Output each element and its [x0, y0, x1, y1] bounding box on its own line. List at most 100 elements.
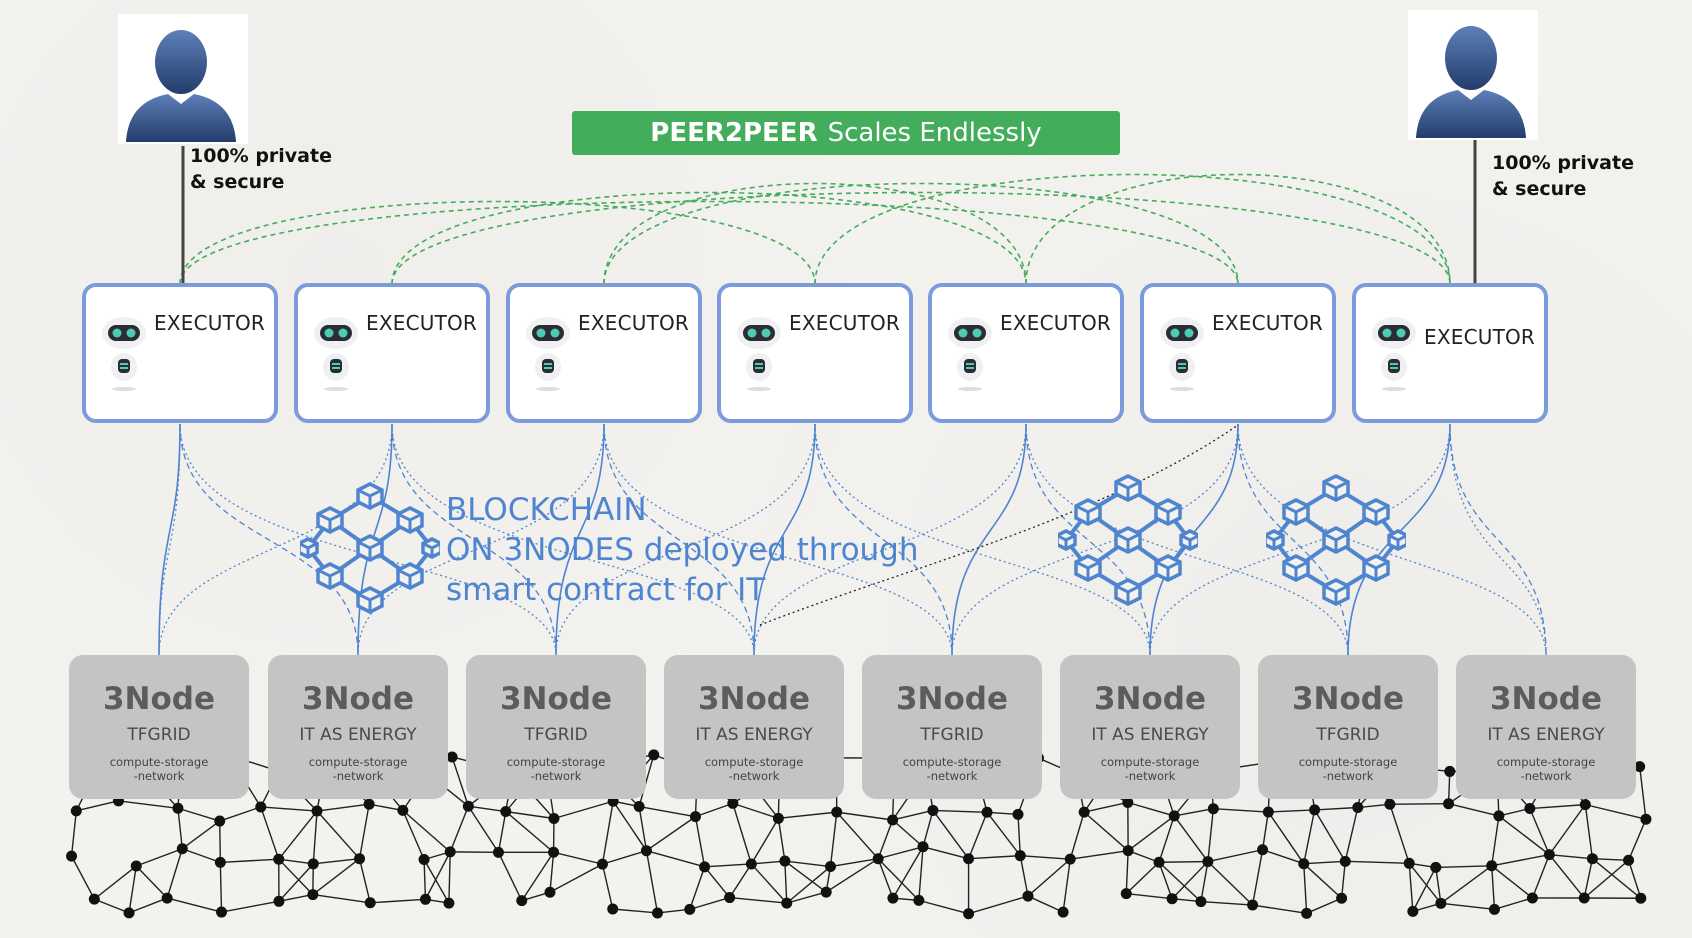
mesh-node [963, 853, 975, 865]
mesh-node [418, 854, 430, 866]
mesh-edge [1585, 803, 1647, 820]
mesh-node [1586, 853, 1598, 865]
mesh-edge [1592, 857, 1629, 861]
mesh-edge [1207, 808, 1215, 862]
peer-arc [391, 191, 1027, 285]
executor-node-link [357, 423, 393, 656]
peer-arc [391, 191, 1451, 285]
mesh-edge [689, 896, 730, 911]
executor-card[interactable]: EXECUTOR [928, 283, 1124, 423]
mesh-edge [1303, 863, 1343, 899]
mesh-edge [1200, 861, 1209, 902]
mesh-node [130, 860, 142, 872]
blockchain-caption: BLOCKCHAIN ON 3NODES deployed through sm… [446, 490, 919, 610]
mesh-edge [128, 865, 137, 913]
mesh-node [917, 841, 929, 853]
mesh-edge [836, 811, 879, 860]
mesh-edge [497, 852, 523, 901]
executor-title: EXECUTOR [1212, 311, 1324, 335]
mesh-edge [70, 855, 95, 900]
mesh-edge [1548, 854, 1585, 899]
node-title: 3Node [499, 681, 613, 717]
executor-card[interactable]: EXECUTOR [82, 283, 278, 423]
mesh-node [927, 804, 939, 816]
mesh-edge [732, 802, 779, 820]
mesh-node [1640, 813, 1652, 825]
node-description: compute-storage -network [1298, 755, 1398, 783]
mesh-edge [892, 846, 924, 899]
node-card[interactable]: 3Node TFGRID compute-storage -network [862, 655, 1042, 799]
mesh-edge [1549, 853, 1593, 860]
node-title: 3Node [102, 681, 216, 717]
mesh-edge [1019, 855, 1029, 897]
mesh-edge [1251, 849, 1264, 906]
mesh-edge [1389, 803, 1449, 805]
executor-card[interactable]: EXECUTOR [294, 283, 490, 423]
mesh-edge [784, 860, 827, 893]
mesh-node [544, 886, 556, 898]
mesh-edge [1207, 849, 1263, 863]
mesh-edge [1083, 811, 1129, 852]
mesh-edge [1412, 867, 1437, 912]
mesh-node [364, 897, 376, 909]
mesh-node [446, 751, 458, 763]
mesh-edge [313, 858, 360, 865]
mesh-edge [1207, 861, 1254, 906]
mesh-edge [1084, 801, 1128, 813]
executor-title: EXECUTOR [154, 311, 266, 335]
mesh-edge [1127, 815, 1175, 852]
mesh-node [307, 858, 319, 870]
mesh-edge [1127, 801, 1175, 817]
mesh-node [1257, 844, 1269, 856]
node-card[interactable]: 3Node TFGRID compute-storage -network [69, 655, 249, 799]
mesh-edge [729, 896, 787, 904]
node-card[interactable]: 3Node IT AS ENERGY compute-storage -netw… [268, 655, 448, 799]
node-card[interactable]: 3Node IT AS ENERGY compute-storage -netw… [1060, 655, 1240, 799]
mesh-node [88, 893, 100, 905]
executor-card[interactable]: EXECUTOR [506, 283, 702, 423]
mesh-edge [751, 860, 785, 865]
executor-node-link [158, 423, 181, 656]
mesh-edge [1027, 895, 1064, 913]
mesh-node [419, 893, 431, 905]
mesh-edge [368, 803, 403, 812]
robot-icon [102, 317, 146, 391]
node-card[interactable]: 3Node IT AS ENERGY compute-storage -netw… [664, 655, 844, 799]
mesh-edge [278, 858, 314, 865]
node-card[interactable]: 3Node IT AS ENERGY compute-storage -netw… [1456, 655, 1636, 799]
executor-node-link [357, 423, 605, 656]
mesh-node [214, 815, 226, 827]
node-card[interactable]: 3Node TFGRID compute-storage -network [466, 655, 646, 799]
node-subtitle: IT AS ENERGY [1091, 725, 1209, 745]
mesh-edge [1062, 859, 1071, 913]
mesh-edge [601, 801, 614, 865]
mesh-edge [1268, 809, 1315, 813]
mesh-edge [602, 850, 647, 865]
mesh-edge [638, 806, 648, 851]
executor-node-link [391, 423, 557, 656]
mesh-node [1122, 845, 1134, 857]
mesh-edge [1531, 854, 1550, 899]
mesh-edge [784, 861, 788, 904]
mesh-edge [645, 850, 659, 914]
executor-node-link [158, 423, 181, 656]
mesh-node [727, 797, 739, 809]
mesh-edge [424, 851, 451, 900]
executor-card[interactable]: EXECUTOR [1140, 283, 1336, 423]
robot-icon [948, 317, 992, 391]
mesh-edge [1491, 865, 1496, 910]
banner-rest: Scales Endlessly [827, 118, 1042, 148]
executor-node-link [814, 423, 953, 656]
executor-card[interactable]: EXECUTOR [717, 283, 913, 423]
mesh-node [307, 889, 319, 901]
mesh-edge [1267, 811, 1305, 865]
node-card[interactable]: 3Node TFGRID compute-storage -network [1258, 655, 1438, 799]
mesh-edge [1200, 900, 1253, 906]
mesh-node [831, 806, 843, 818]
node-title: 3Node [1489, 681, 1603, 717]
mesh-edge [612, 800, 648, 852]
mesh-node [596, 858, 608, 870]
mesh-edge [704, 866, 731, 898]
executor-card[interactable]: EXECUTOR [1352, 283, 1548, 423]
mesh-edge [181, 820, 221, 850]
